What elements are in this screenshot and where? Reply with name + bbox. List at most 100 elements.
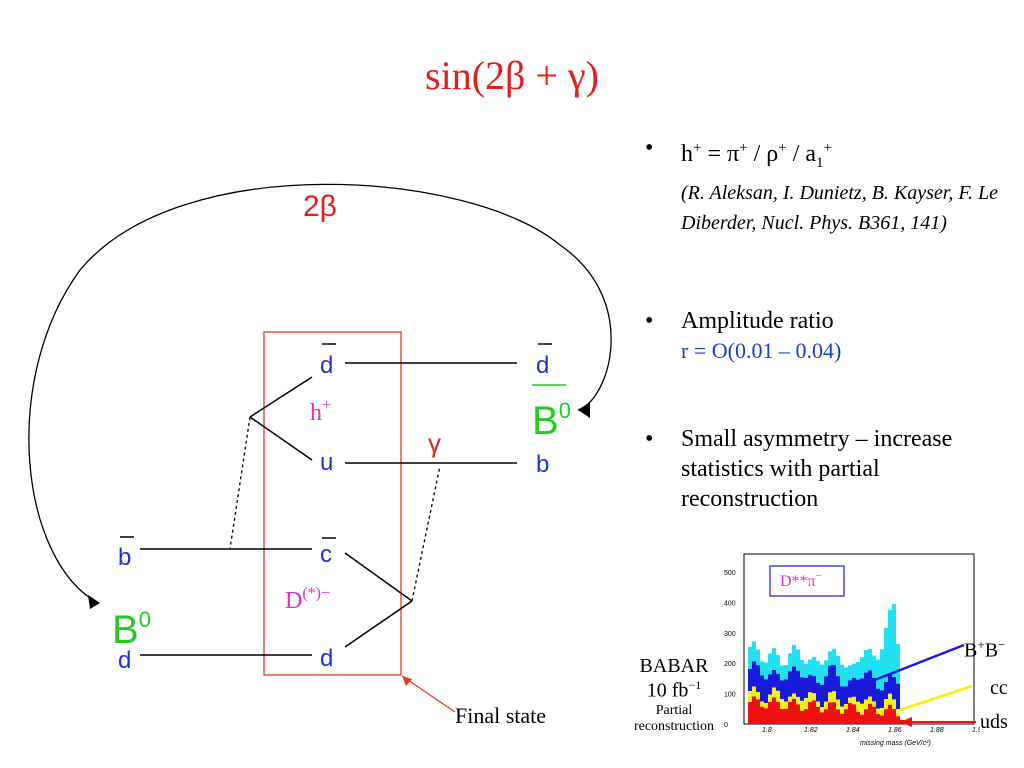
hist-bin-red <box>872 706 876 724</box>
hist-bin-cyan <box>776 655 780 674</box>
x-tick-label: 1.86 <box>888 727 902 734</box>
bullet-hplus: • h+ = π+ / ρ+ / a1+ (R. Aleksan, I. Dun… <box>645 133 1011 238</box>
hist-bin-yellow <box>832 691 836 703</box>
hist-bin-yellow <box>844 704 848 710</box>
hist-bin-red <box>868 703 872 724</box>
label-cc: cc <box>990 677 1008 699</box>
hist-bin-blue <box>792 666 796 694</box>
slide-title: sin(2β + γ) <box>425 53 599 98</box>
hist-bin-cyan <box>840 664 844 687</box>
hist-bin-yellow <box>812 693 816 701</box>
hist-bin-cyan <box>768 653 772 675</box>
hist-bin-cyan <box>784 665 788 680</box>
x-axis-label: missing mass (GeV/c²) <box>860 740 931 747</box>
x-tick-label: 1.84 <box>846 727 860 734</box>
hist-bin-red <box>768 701 772 724</box>
hist-bin-cyan <box>864 650 868 673</box>
quark-b-right: b <box>536 451 549 478</box>
bullet-amplitude: • Amplitude ratio r = O(0.01 – 0.04) <box>645 306 1011 366</box>
hist-bin-cyan <box>760 661 764 676</box>
hist-bin-yellow <box>856 701 860 712</box>
hist-bin-cyan <box>808 659 812 675</box>
hist-bin-blue <box>892 677 896 700</box>
hist-bin-cyan <box>748 647 752 669</box>
hist-bin-yellow <box>872 701 876 707</box>
x-tick-label: 1.82 <box>804 727 818 734</box>
hist-bin-cyan <box>860 657 864 679</box>
bullet-hplus-text: h+ = π+ / ρ+ / a1+ <box>681 140 833 171</box>
hist-bin-cyan <box>792 644 796 667</box>
w-dashed-right <box>411 465 441 602</box>
y-tick-label: 500 <box>724 570 736 577</box>
hist-bin-red <box>876 714 880 724</box>
hist-bin-cyan <box>872 655 876 679</box>
hist-bin-red <box>888 704 892 724</box>
hist-bin-cyan <box>896 644 900 684</box>
hist-bin-blue <box>812 676 816 694</box>
hist-bin-yellow <box>788 696 792 702</box>
hist-bin-yellow <box>828 692 832 703</box>
hist-bin-blue <box>748 669 752 691</box>
hist-bin-yellow <box>848 697 852 703</box>
hist-bin-yellow <box>768 694 772 702</box>
quark-bbar: b <box>118 544 131 571</box>
hist-bin-yellow <box>816 701 820 707</box>
hist-bin-blue <box>856 679 860 702</box>
hist-bin-red <box>896 716 900 724</box>
x-tick-label: 1.9 <box>972 727 980 734</box>
hist-bin-yellow <box>876 708 880 715</box>
arc-arrow-right <box>578 402 590 418</box>
hist-bin-blue <box>784 679 788 702</box>
hist-bin-blue <box>804 677 808 699</box>
bullet-asymmetry-text: Small asymmetry – increase statistics wi… <box>681 426 953 512</box>
hist-bin-blue <box>752 661 756 687</box>
hist-bin-red <box>808 702 812 724</box>
hplus-line-top <box>249 376 313 418</box>
hist-bin-yellow <box>764 702 768 709</box>
hist-bin-yellow <box>780 699 784 709</box>
hist-bin-cyan <box>812 656 816 677</box>
bullet-asymmetry: • Small asymmetry – increase statistics … <box>645 424 1011 514</box>
hist-bin-yellow <box>792 693 796 699</box>
hist-bin-yellow <box>836 699 840 710</box>
quark-dbar-top: d <box>320 352 333 379</box>
hist-bin-blue <box>828 665 832 693</box>
hist-bin-red <box>812 700 816 724</box>
hist-bin-blue <box>756 665 760 693</box>
y-tick-label: 400 <box>724 600 736 607</box>
histogram-bars <box>748 604 908 724</box>
quark-dbar-right: d <box>536 352 549 379</box>
x-tick-label: 1.8 <box>762 727 772 734</box>
hist-bin-red <box>852 704 856 724</box>
bullet-dot: • <box>645 426 654 452</box>
hist-bin-yellow <box>864 699 868 710</box>
hist-bin-red <box>844 709 848 724</box>
hist-bin-red <box>856 711 860 724</box>
quark-d-bottom: d <box>320 645 333 672</box>
luminosity: 10 fb−1 <box>646 678 702 702</box>
hist-bin-red <box>840 713 844 724</box>
legend-box <box>769 565 845 597</box>
hist-bin-cyan <box>832 648 836 666</box>
hist-bin-blue <box>852 677 856 697</box>
hist-bin-blue <box>884 682 888 700</box>
hist-bin-red <box>824 709 828 724</box>
label-hplus: h+ <box>310 397 331 426</box>
d-line-top <box>344 552 413 602</box>
hist-bin-cyan <box>780 665 784 681</box>
hist-bin-blue <box>860 678 864 704</box>
hist-bin-red <box>776 701 780 724</box>
hist-bin-blue <box>820 684 824 708</box>
hist-bin-red <box>820 712 824 724</box>
hist-bin-cyan <box>816 660 820 683</box>
label-bplus-bminus: B+B− <box>964 637 1006 662</box>
hist-bin-cyan <box>764 662 768 680</box>
label-dmeson: D(*)− <box>285 585 330 614</box>
w-dashed-left <box>229 416 251 550</box>
hist-bin-yellow <box>756 692 760 700</box>
final-state-label: Final state <box>455 703 547 728</box>
hist-bin-cyan <box>892 604 896 678</box>
bullet-hplus-reference: (R. Aleksan, I. Dunietz, B. Kayser, F. L… <box>681 181 999 234</box>
